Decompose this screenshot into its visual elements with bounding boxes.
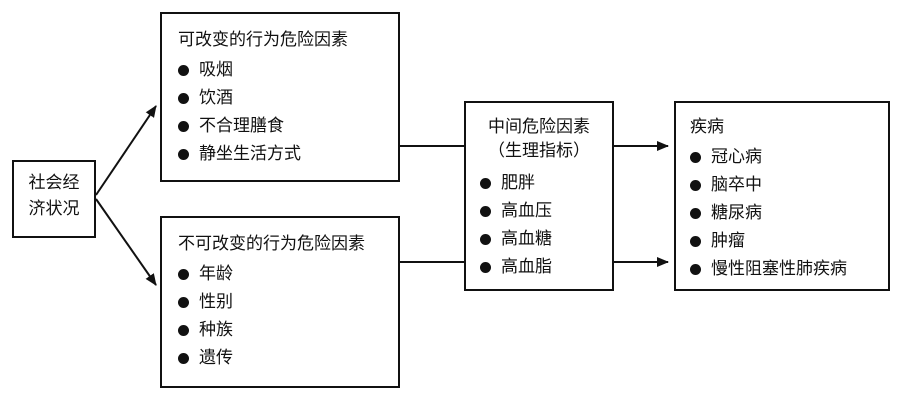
bullet-icon bbox=[178, 296, 189, 308]
list-item-label: 年龄 bbox=[199, 264, 233, 284]
non-modifiable-factors-title: 不可改变的行为危险因素 bbox=[178, 234, 365, 254]
bullet-icon bbox=[480, 177, 491, 189]
socioeconomic-title: 社会经济状况 bbox=[28, 173, 80, 219]
list-item: 性别 bbox=[178, 288, 382, 316]
list-item: 不合理膳食 bbox=[178, 112, 382, 140]
list-item: 饮酒 bbox=[178, 84, 382, 112]
list-item: 年龄 bbox=[178, 260, 382, 288]
list-item-label: 静坐生活方式 bbox=[199, 144, 301, 164]
list-item-label: 糖尿病 bbox=[711, 203, 762, 223]
bullet-icon bbox=[178, 120, 189, 132]
list-item-label: 种族 bbox=[199, 320, 233, 340]
list-item: 静坐生活方式 bbox=[178, 140, 382, 168]
bullet-icon bbox=[480, 233, 491, 245]
list-item-label: 慢性阻塞性肺疾病 bbox=[711, 259, 847, 279]
list-item-label: 吸烟 bbox=[199, 60, 233, 80]
bullet-icon bbox=[178, 148, 189, 160]
bullet-icon bbox=[690, 207, 701, 219]
non-modifiable-factors-list: 年龄 性别 种族 遗传 bbox=[178, 260, 382, 372]
modifiable-factors-title: 可改变的行为危险因素 bbox=[178, 30, 348, 50]
bullet-icon bbox=[480, 261, 491, 273]
list-item-label: 高血糖 bbox=[501, 229, 552, 249]
modifiable-factors-list: 吸烟 饮酒 不合理膳食 静坐生活方式 bbox=[178, 56, 382, 168]
bullet-icon bbox=[178, 268, 189, 280]
bullet-icon bbox=[690, 179, 701, 191]
bullet-icon bbox=[690, 263, 701, 275]
list-item: 脑卒中 bbox=[690, 171, 874, 199]
intermediate-factors-list: 肥胖 高血压 高血糖 高血脂 bbox=[480, 169, 598, 281]
list-item-label: 饮酒 bbox=[199, 88, 233, 108]
bullet-icon bbox=[690, 151, 701, 163]
list-item-label: 高血脂 bbox=[501, 257, 552, 277]
list-item: 糖尿病 bbox=[690, 199, 874, 227]
modifiable-factors-box: 可改变的行为危险因素 吸烟 饮酒 不合理膳食 静坐生活方式 bbox=[160, 12, 400, 182]
socioeconomic-box: 社会经济状况 bbox=[12, 160, 96, 238]
intermediate-factors-box: 中间危险因素 （生理指标） 肥胖 高血压 高血糖 高血脂 bbox=[464, 101, 614, 291]
arrow-ses-to-nonmodifiable bbox=[95, 198, 157, 286]
arrow-ses-to-modifiable bbox=[95, 105, 157, 196]
list-item: 慢性阻塞性肺疾病 bbox=[690, 255, 874, 283]
intermediate-factors-title: 中间危险因素 bbox=[488, 117, 590, 137]
list-item-label: 肥胖 bbox=[501, 173, 535, 193]
list-item: 种族 bbox=[178, 316, 382, 344]
list-item-label: 性别 bbox=[199, 292, 233, 312]
list-item: 高血压 bbox=[480, 197, 598, 225]
diseases-box: 疾病 冠心病 脑卒中 糖尿病 肿瘤 慢性阻塞性肺疾病 bbox=[674, 101, 890, 291]
list-item: 遗传 bbox=[178, 344, 382, 372]
list-item-label: 遗传 bbox=[199, 348, 233, 368]
list-item-label: 不合理膳食 bbox=[199, 116, 284, 136]
intermediate-factors-subtitle: （生理指标） bbox=[488, 141, 590, 161]
bullet-icon bbox=[480, 205, 491, 217]
bullet-icon bbox=[178, 352, 189, 364]
list-item: 高血脂 bbox=[480, 253, 598, 281]
list-item-label: 高血压 bbox=[501, 201, 552, 221]
list-item-label: 脑卒中 bbox=[711, 175, 762, 195]
list-item: 肿瘤 bbox=[690, 227, 874, 255]
diseases-list: 冠心病 脑卒中 糖尿病 肿瘤 慢性阻塞性肺疾病 bbox=[690, 143, 874, 283]
list-item: 高血糖 bbox=[480, 225, 598, 253]
list-item: 肥胖 bbox=[480, 169, 598, 197]
bullet-icon bbox=[178, 64, 189, 76]
bullet-icon bbox=[178, 92, 189, 104]
bullet-icon bbox=[690, 235, 701, 247]
list-item: 冠心病 bbox=[690, 143, 874, 171]
non-modifiable-factors-box: 不可改变的行为危险因素 年龄 性别 种族 遗传 bbox=[160, 216, 400, 388]
diseases-title: 疾病 bbox=[690, 117, 724, 137]
list-item-label: 冠心病 bbox=[711, 147, 762, 167]
list-item-label: 肿瘤 bbox=[711, 231, 745, 251]
list-item: 吸烟 bbox=[178, 56, 382, 84]
bullet-icon bbox=[178, 324, 189, 336]
